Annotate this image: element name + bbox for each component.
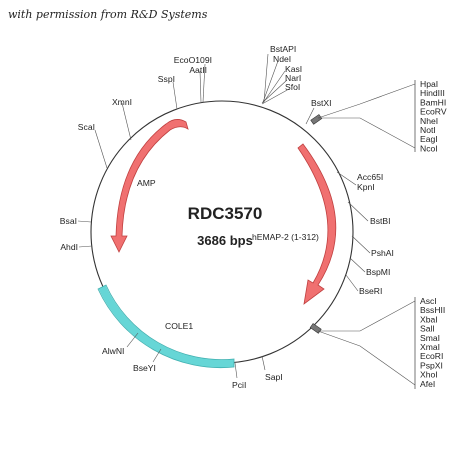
mcs-site-smai: SmaI (420, 333, 440, 343)
site-nari: NarI (285, 73, 301, 83)
mcs-site-pspxi: PspXI (420, 360, 443, 370)
site-ahdi: AhdI (60, 242, 78, 252)
amp-arrow (110, 119, 189, 253)
mcs-site-ecori: EcoRI (420, 351, 443, 361)
mcs-site-eagi: EagI (420, 134, 438, 144)
site-sfoi: SfoI (285, 82, 300, 92)
site-acc65i: Acc65I (357, 172, 383, 182)
mcs-top-marker (310, 114, 323, 125)
mcs-site-ecorv: EcoRV (420, 107, 447, 117)
mcs-site-bsshii: BssHII (420, 305, 445, 315)
permission-note: with permission from R&D Systems (8, 8, 208, 21)
mcs-site-bamhi: BamHI (420, 97, 446, 107)
amp-label: AMP (137, 178, 156, 188)
site-sapi: SapI (265, 372, 283, 382)
site-kasi: KasI (285, 64, 302, 74)
site-alwni: AlwNI (102, 346, 124, 356)
site-scai: ScaI (78, 122, 95, 132)
hemap-arrow (297, 143, 337, 305)
site-bstapi: BstAPI (270, 44, 296, 54)
site-sspi: SspI (158, 74, 175, 84)
site-bstbi: BstBI (370, 216, 391, 226)
mcs-site-sali: SalI (420, 324, 435, 334)
site-bseyi: BseYI (133, 363, 156, 373)
site-ticks (77, 53, 416, 386)
site-xmni: XmnI (112, 97, 132, 107)
site-ecoo109i: EcoO109I (174, 55, 212, 65)
mcs-bottom-list: AscIBssHIIXbaISalISmaIXmaIEcoRIPspXIXhoI… (420, 296, 445, 389)
site-ndei: NdeI (273, 54, 291, 64)
site-bspmi: BspMI (366, 267, 390, 277)
site-bseri: BseRI (359, 286, 382, 296)
mcs-site-afei: AfeI (420, 379, 435, 389)
cole1-outline (97, 284, 235, 368)
site-bstxi: BstXI (311, 98, 332, 108)
site-bsai: BsaI (60, 216, 77, 226)
mcs-site-xbai: XbaI (420, 314, 438, 324)
mcs-site-asci: AscI (420, 296, 437, 306)
plasmid-size: 3686 bps (197, 233, 253, 248)
mcs-site-noti: NotI (420, 125, 436, 135)
mcs-site-hpai: HpaI (420, 79, 438, 89)
mcs-site-hindiii: HindIII (420, 88, 445, 98)
site-aati: AatII (189, 65, 207, 75)
mcs-site-xhoi: XhoI (420, 370, 438, 380)
site-pcii: PciI (232, 380, 246, 390)
mcs-site-nhei: NheI (420, 116, 438, 126)
mcs-site-ncoi: NcoI (420, 143, 438, 153)
mcs-site-xmai: XmaI (420, 342, 440, 352)
hemap-label: hEMAP-2 (1-312) (252, 232, 319, 242)
site-pshai: PshAI (371, 248, 394, 258)
plasmid-name: RDC3570 (188, 204, 263, 223)
site-kpni: KpnI (357, 182, 375, 192)
cole1-label: COLE1 (165, 321, 193, 331)
cole1-feature (98, 285, 235, 368)
